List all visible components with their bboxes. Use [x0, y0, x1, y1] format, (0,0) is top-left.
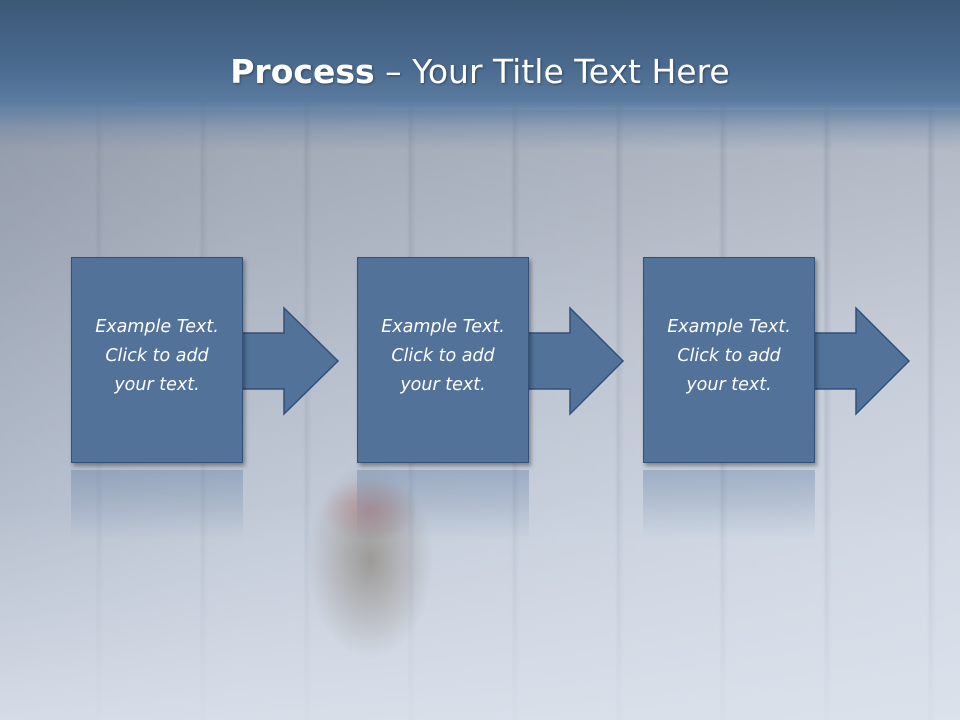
step-box	[71, 257, 243, 463]
step-text: Example Text. Click to add your text.	[71, 313, 243, 400]
step-text-line: your text.	[114, 375, 200, 395]
step-text-line: Click to add	[677, 346, 781, 366]
step-text-line: Click to add	[105, 346, 209, 366]
step-text: Example Text. Click to add your text.	[357, 313, 529, 400]
title-bold-part: Process	[230, 52, 375, 91]
step-text-line: your text.	[400, 375, 486, 395]
title-rest-part: – Your Title Text Here	[374, 52, 730, 91]
title-bar	[0, 0, 960, 150]
step-text-line: Example Text.	[667, 317, 791, 337]
step-2-reflection	[357, 470, 529, 540]
step-1-reflection	[71, 470, 243, 540]
right-arrow-icon	[812, 306, 911, 416]
process-step-3[interactable]: Example Text. Click to add your text.	[643, 257, 911, 466]
step-text-line: Example Text.	[381, 317, 505, 337]
step-text: Example Text. Click to add your text.	[643, 313, 815, 400]
slide-title[interactable]: Process – Your Title Text Here	[0, 52, 960, 91]
step-3-reflection	[643, 470, 815, 540]
right-arrow-icon	[526, 306, 625, 416]
process-step-1[interactable]: Example Text. Click to add your text.	[71, 257, 340, 466]
step-box	[357, 257, 529, 463]
process-step-2[interactable]: Example Text. Click to add your text.	[357, 257, 625, 466]
right-arrow-icon	[240, 306, 340, 416]
step-text-line: Example Text.	[95, 317, 219, 337]
step-box	[643, 257, 815, 463]
step-text-line: Click to add	[391, 346, 495, 366]
step-text-line: your text.	[686, 375, 772, 395]
